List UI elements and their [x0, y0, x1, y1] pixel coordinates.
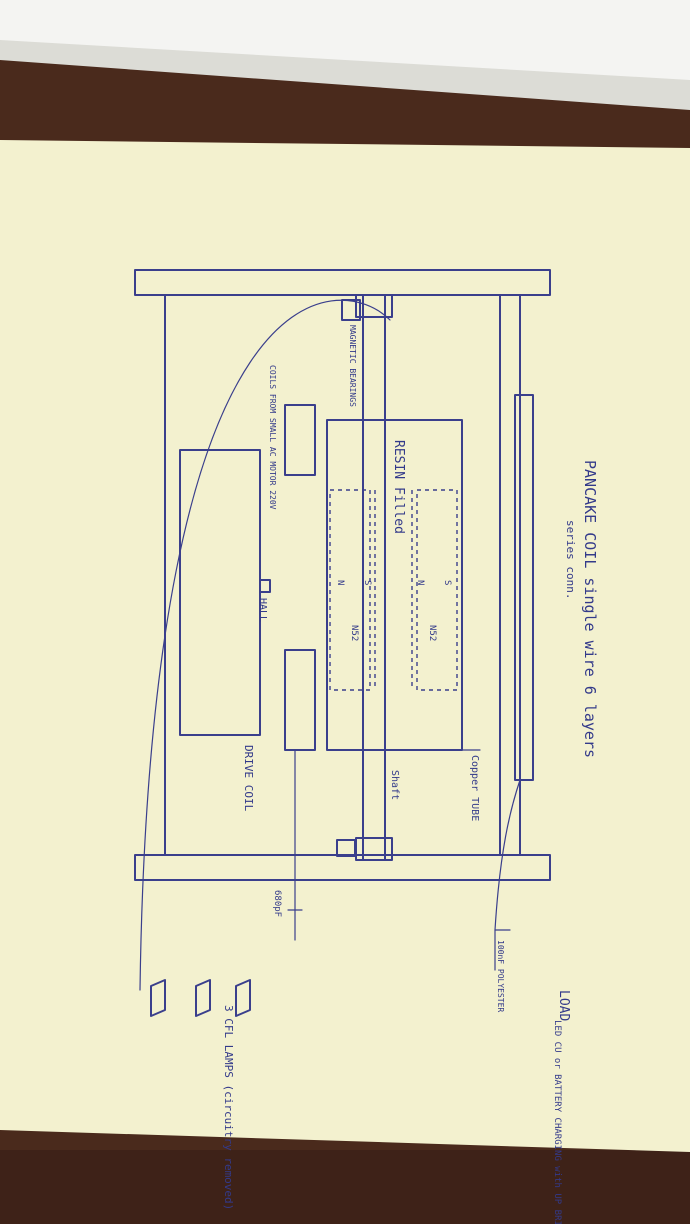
hall-sensor — [259, 579, 271, 593]
cfl-lamp-1 — [235, 979, 251, 1017]
load-desc: LED CU or BATTERY CHARGING with UP BRIDG… — [552, 1020, 562, 1224]
table-edge — [0, 1150, 690, 1224]
cap-100nf-label: 100nF POLYESTER — [496, 940, 505, 1012]
shaft-label: Shaft — [389, 770, 400, 800]
subtitle-text: series conn. — [564, 520, 577, 599]
magnet-bot-s: S — [362, 580, 372, 585]
lamp-wire — [139, 299, 391, 991]
magnet-top — [416, 489, 458, 691]
load-wire — [494, 779, 521, 971]
lamps-label: 3 CFL LAMPS (circuitry removed) — [222, 1005, 235, 1210]
magnet-bot-ns: N52 — [349, 625, 359, 641]
magnetic-bearing-block — [341, 299, 361, 321]
magnet-bottom — [329, 489, 371, 691]
hall-label: HALL — [257, 598, 268, 622]
bearing-block-right — [336, 839, 356, 857]
top-paper-shadow — [0, 40, 690, 110]
pancake-coil — [514, 394, 534, 781]
load-label: LOAD — [556, 990, 571, 1021]
coils-label: COILS FROM SMALL AC MOTOR 220V — [268, 365, 277, 510]
cap-680-label: 680pF — [272, 890, 282, 917]
cfl-lamp-3 — [150, 979, 166, 1017]
rotor-tube — [326, 419, 463, 751]
magnetic-bearings-label: MAGNETIC BEARINGS — [348, 325, 357, 407]
cfl-lamp-2 — [195, 979, 211, 1017]
motor-coil-top — [284, 404, 316, 476]
bearing-left — [355, 294, 393, 318]
frame-left-post — [134, 269, 551, 296]
magnet-bot-n: N — [335, 580, 345, 585]
magnet-top-ns: N52 — [427, 625, 437, 641]
magnet-top-s: S — [442, 580, 452, 585]
title-text: PANCAKE COIL single wire 6 layers — [581, 460, 599, 758]
drawing-paper — [0, 140, 690, 1152]
magnet-top-n: N — [415, 580, 425, 585]
copper-tube-label: Copper TUBE — [469, 755, 480, 821]
resin-label: RESIN Filled — [391, 440, 406, 534]
rotated-drawing: PANCAKE COIL single wire 6 layers series… — [134, 269, 599, 1224]
drive-coil-label: DRIVE COIL — [242, 745, 255, 812]
motor-coil-bottom — [284, 649, 316, 751]
